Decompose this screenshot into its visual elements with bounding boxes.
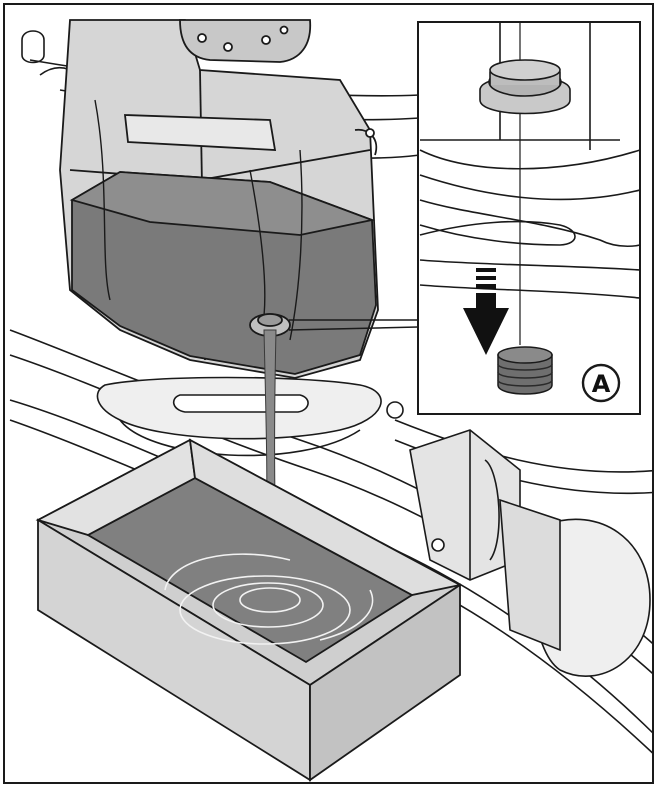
- machine-scene: [9, 19, 653, 782]
- callout-letter: A: [592, 370, 611, 398]
- drain-arrow-icon: [463, 268, 509, 355]
- callout-a: A: [581, 363, 621, 403]
- detail-inset: A: [288, 21, 641, 415]
- machine-bracket: [386, 401, 651, 677]
- oil-ripples: [164, 553, 374, 645]
- tank-assembly: [59, 19, 379, 379]
- drain-plug-icon: [497, 346, 553, 395]
- oil-cap-icon: [479, 59, 571, 115]
- tray-front-right: [309, 583, 461, 782]
- drip-tray: [35, 438, 463, 782]
- inset-leader: [288, 326, 419, 331]
- callout-circle: [581, 363, 621, 403]
